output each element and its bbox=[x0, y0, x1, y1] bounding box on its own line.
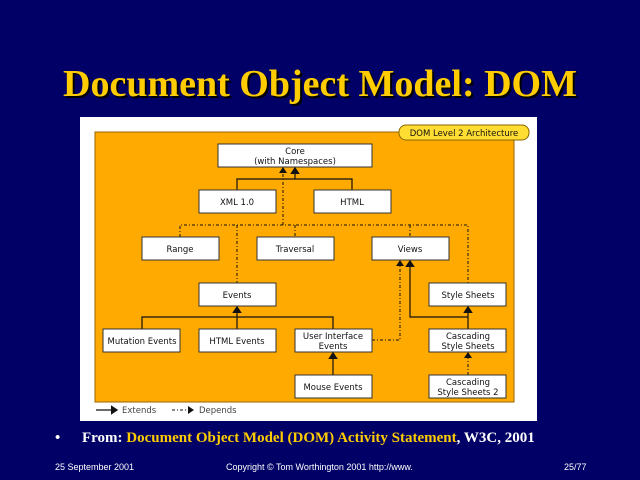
svg-text:Core(with Namespaces): Core(with Namespaces) bbox=[254, 147, 336, 167]
svg-text:Range: Range bbox=[167, 245, 194, 255]
footer-copyright: Copyright © Tom Worthington 2001 http://… bbox=[226, 462, 413, 472]
box-mouse-events: Mouse Events bbox=[294, 374, 373, 399]
footer-page-number: 25/77 bbox=[564, 462, 587, 472]
diagram-badge-label: DOM Level 2 Architecture bbox=[410, 129, 519, 139]
legend-extends: Extends bbox=[122, 406, 157, 416]
box-html-events: HTML Events bbox=[198, 328, 277, 353]
svg-text:Style Sheets: Style Sheets bbox=[441, 291, 495, 301]
bullet-icon: • bbox=[55, 430, 61, 446]
box-range: Range bbox=[141, 236, 220, 261]
box-core: Core(with Namespaces) bbox=[217, 143, 373, 168]
box-html: HTML bbox=[313, 189, 392, 214]
diagram-badge bbox=[398, 124, 530, 141]
slide-title: Document Object Model: DOM bbox=[63, 63, 577, 105]
svg-text:Mouse Events: Mouse Events bbox=[303, 383, 363, 393]
box-mutation-events: Mutation Events bbox=[102, 328, 181, 353]
svg-text:Traversal: Traversal bbox=[275, 245, 314, 255]
source-link[interactable]: Document Object Model (DOM) Activity Sta… bbox=[126, 430, 457, 446]
svg-text:XML 1.0: XML 1.0 bbox=[220, 198, 254, 208]
depends-lines bbox=[179, 167, 472, 375]
legend: Extends Depends bbox=[96, 405, 237, 416]
footer-date: 25 September 2001 bbox=[55, 462, 135, 472]
extends-lines bbox=[141, 166, 473, 375]
svg-text:Mutation Events: Mutation Events bbox=[107, 337, 177, 347]
svg-text:Events: Events bbox=[223, 291, 252, 301]
box-events: Events bbox=[198, 282, 277, 307]
legend-depends: Depends bbox=[199, 406, 237, 416]
box-xml: XML 1.0 bbox=[198, 189, 277, 214]
svg-text:HTML Events: HTML Events bbox=[209, 337, 265, 347]
diagram-background bbox=[94, 131, 515, 403]
box-views: Views bbox=[371, 236, 450, 261]
svg-text:Views: Views bbox=[398, 245, 423, 255]
svg-text:HTML: HTML bbox=[340, 198, 364, 208]
box-style-sheets: Style Sheets bbox=[428, 282, 507, 307]
box-traversal: Traversal bbox=[256, 236, 335, 261]
